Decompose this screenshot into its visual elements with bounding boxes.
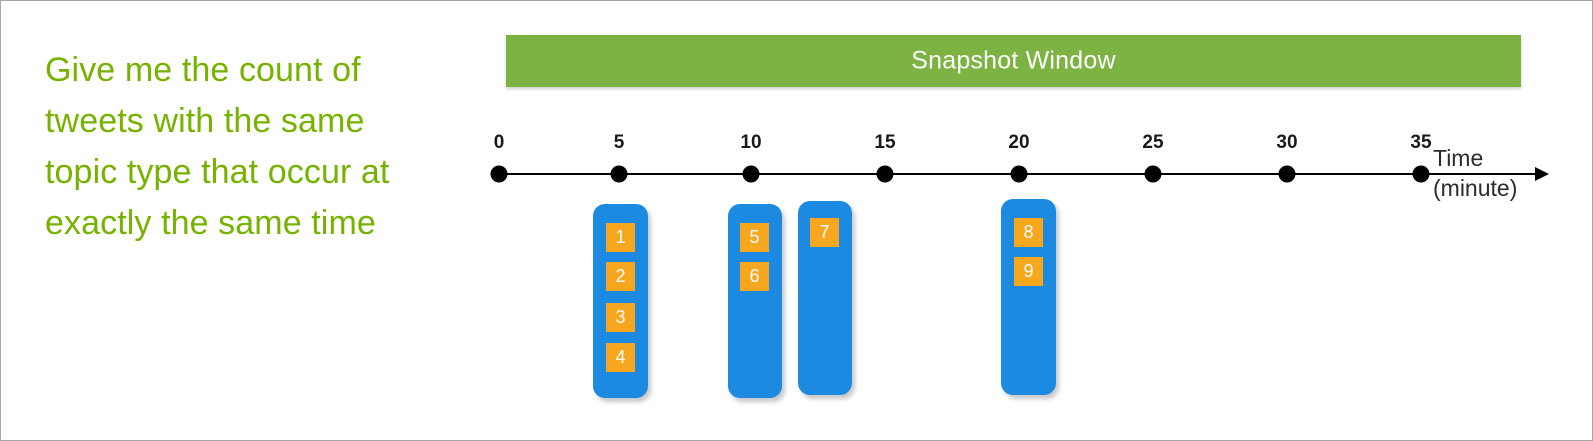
question-text: Give me the count of tweets with the sam… [45, 51, 390, 242]
axis-title: Time (minute) [1433, 143, 1517, 203]
axis-tick-label: 35 [1410, 132, 1432, 153]
axis-arrow-icon [1535, 167, 1549, 181]
tweet-event-box[interactable]: 2 [606, 262, 635, 291]
axis-tick-dot [1412, 165, 1430, 183]
axis-tick-label: 10 [740, 132, 762, 153]
axis-tick-dot [876, 165, 894, 183]
axis-tick-label: 25 [1142, 132, 1164, 153]
axis-tick-dot [742, 165, 760, 183]
tweet-event-box[interactable]: 3 [606, 303, 635, 332]
tweet-event-box[interactable]: 9 [1014, 257, 1043, 286]
snapshot-window-banner: Snapshot Window [506, 35, 1521, 87]
axis-tick-label: 15 [874, 132, 896, 153]
tweet-event-box[interactable]: 7 [810, 218, 839, 247]
axis-tick-dot [610, 165, 628, 183]
axis-tick-label: 0 [493, 132, 505, 153]
axis-tick-dot [1144, 165, 1162, 183]
tweet-event-box[interactable]: 6 [740, 262, 769, 291]
axis-tick-label: 20 [1008, 132, 1030, 153]
tweet-group-column[interactable]: 1 2 3 4 [593, 204, 648, 398]
axis-tick-dot [490, 165, 508, 183]
axis-title-name: Time [1433, 145, 1484, 171]
tweet-event-box[interactable]: 8 [1014, 218, 1043, 247]
axis-tick-dot [1010, 165, 1028, 183]
tweet-event-box[interactable]: 4 [606, 343, 635, 372]
axis-tick-label: 30 [1276, 132, 1298, 153]
axis-title-unit: (minute) [1433, 175, 1518, 201]
tweet-event-box[interactable]: 1 [606, 223, 635, 252]
tweet-group-column[interactable]: 7 [798, 201, 852, 395]
axis-tick-dot [1278, 165, 1296, 183]
axis-tick-label: 5 [613, 132, 625, 153]
snapshot-window-label: Snapshot Window [911, 46, 1116, 75]
tweet-event-box[interactable]: 5 [740, 223, 769, 252]
axis-line [491, 173, 1541, 175]
